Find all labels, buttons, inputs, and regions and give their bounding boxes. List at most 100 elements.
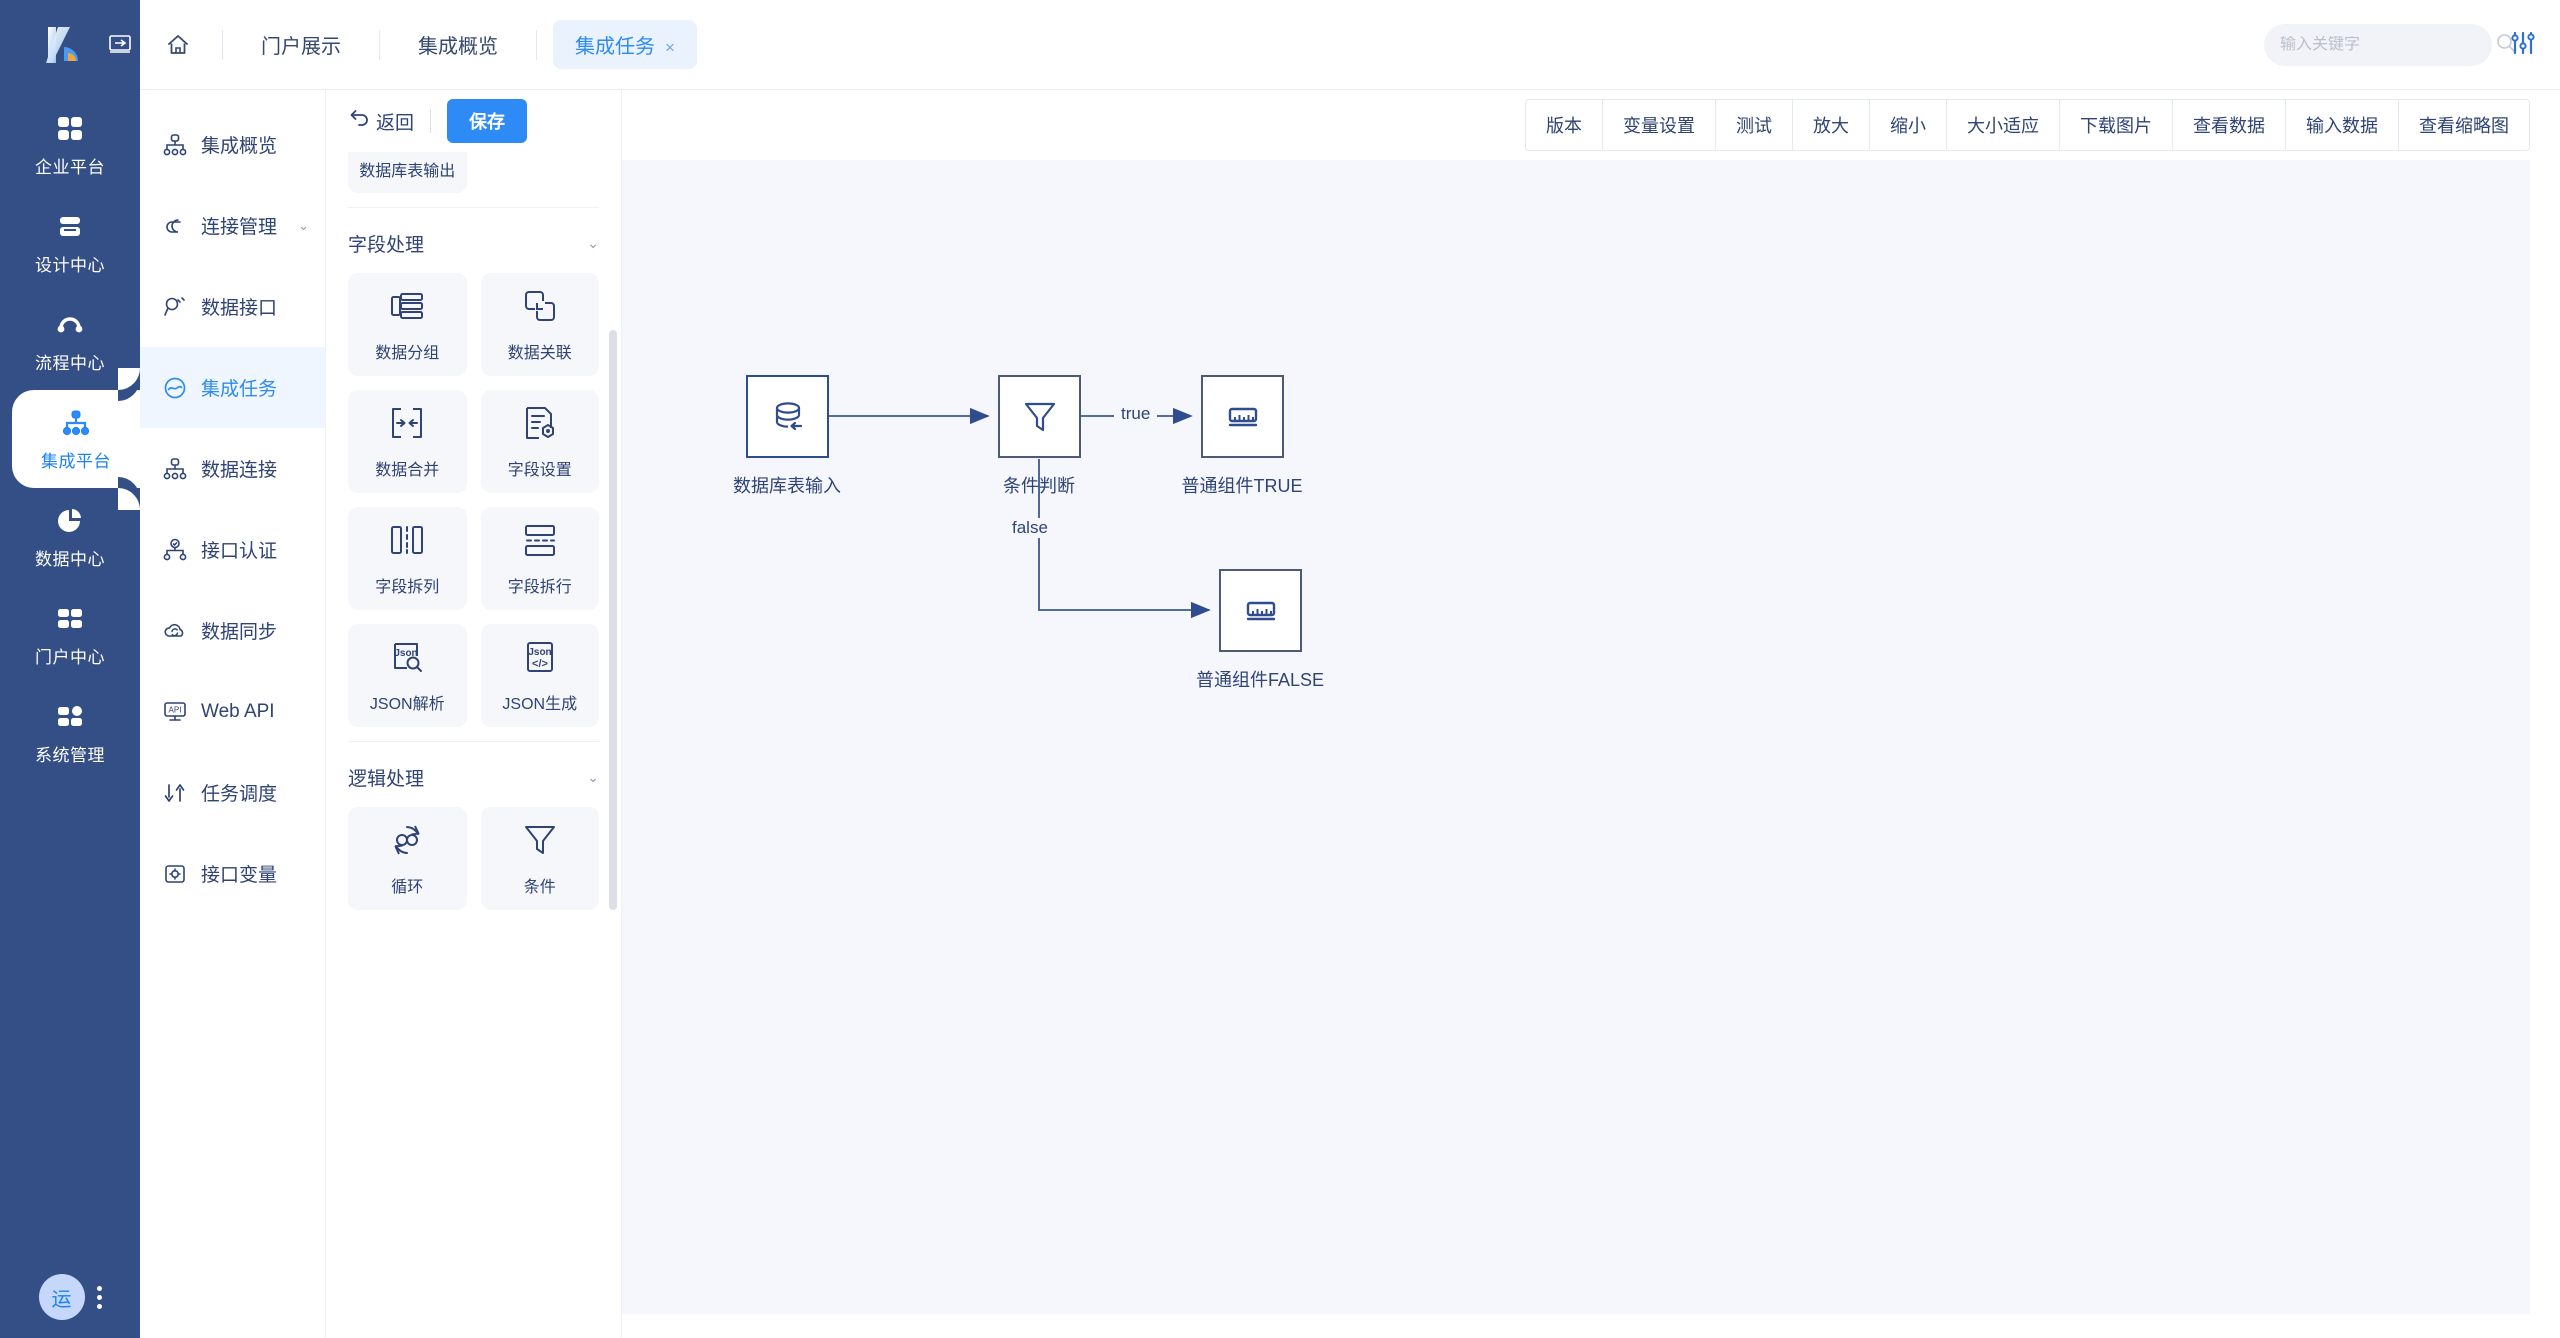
node-box[interactable]	[1219, 569, 1302, 652]
node-label: 普通组件TRUE	[1181, 476, 1303, 496]
chevron-down-icon[interactable]: ⌄	[298, 217, 309, 233]
component-loop[interactable]: 循环	[348, 807, 467, 910]
toolbar-button-test[interactable]: 测试	[1716, 100, 1793, 150]
component-data-group[interactable]: 数据分组	[348, 273, 467, 376]
sidebar-item-data-center[interactable]: 数据中心	[0, 488, 140, 586]
chevron-down-icon[interactable]: ⌄	[587, 769, 599, 785]
chevron-down-icon[interactable]: ⌄	[587, 235, 599, 251]
menu-item-interface-auth[interactable]: 接口认证	[140, 509, 325, 590]
sidebar-item-integration-platform[interactable]: 集成平台	[12, 368, 140, 510]
component-label: JSON解析	[369, 695, 445, 713]
node-box[interactable]	[746, 375, 829, 458]
sidebar-item-portal-center[interactable]: 门户中心	[0, 586, 140, 684]
menu-item-data-interface[interactable]: 数据接口	[140, 266, 325, 347]
sidebar-item-enterprise[interactable]: 企业平台	[0, 96, 140, 194]
sidebar-item-label: 集成平台	[41, 452, 111, 471]
search-box[interactable]	[2264, 24, 2516, 66]
tab-integration-overview[interactable]: 集成概览	[418, 36, 498, 58]
sidebar-item-design[interactable]: 设计中心	[0, 194, 140, 292]
node-label: 条件判断	[1003, 476, 1075, 496]
component-data-merge[interactable]: 数据合并	[348, 390, 467, 493]
palette-top-grid: 数据库表输出	[348, 152, 599, 193]
save-button[interactable]: 保存	[447, 99, 528, 143]
flow-node-true[interactable]: 普通组件TRUE	[1182, 375, 1322, 498]
section-header-field-processing[interactable]: 字段处理 ⌄	[348, 207, 599, 273]
toolbar-button-view-data[interactable]: 查看数据	[2173, 100, 2286, 150]
loop-icon	[388, 821, 426, 864]
sidebar-item-label: 门户中心	[35, 648, 105, 667]
web-api-icon: API	[162, 699, 188, 725]
sidebar-item-label: 设计中心	[35, 256, 105, 275]
component-json-generate[interactable]: Json</> JSON生成	[480, 624, 599, 727]
toolbar-button-zoom-in[interactable]: 放大	[1793, 100, 1870, 150]
menu-item-integration-overview[interactable]: 集成概览	[140, 104, 325, 185]
data-interface-icon	[162, 294, 188, 320]
menu-item-connection-manage[interactable]: 连接管理 ⌄	[140, 185, 325, 266]
collapse-panel-icon[interactable]	[108, 34, 132, 54]
back-label: 返回	[376, 112, 415, 134]
component-data-relate[interactable]: 数据关联	[480, 273, 599, 376]
flow-canvas[interactable]: 数据库表输入 条件判断	[622, 160, 2530, 1314]
section-title: 字段处理	[348, 235, 425, 256]
component-field-setting[interactable]: 字段设置	[480, 390, 599, 493]
more-vertical-icon[interactable]	[96, 1285, 102, 1309]
interface-auth-icon	[162, 537, 188, 563]
integration-overview-icon	[162, 132, 188, 158]
field-split-row-icon	[521, 521, 559, 564]
component-label: 数据分组	[375, 344, 440, 362]
toolbar-button-fit-size[interactable]: 大小适应	[1947, 100, 2060, 150]
menu-item-label: 接口认证	[201, 541, 278, 562]
divider	[379, 29, 380, 60]
canvas-area: 版本 变量设置 测试 放大 缩小 大小适应 下载图片 查看数据 输入数据 查看缩…	[622, 90, 2560, 1338]
menu-item-task-schedule[interactable]: 任务调度	[140, 752, 325, 833]
node-box[interactable]	[998, 375, 1081, 458]
toolbar-button-version[interactable]: 版本	[1526, 100, 1603, 150]
svg-text:Json: Json	[395, 648, 418, 659]
component-condition[interactable]: 条件	[480, 807, 599, 910]
component-label: 数据库表输出	[359, 162, 456, 180]
menu-item-label: 连接管理	[201, 217, 278, 238]
sliders-settings-icon[interactable]	[2510, 30, 2536, 61]
sidebar-item-process[interactable]: 流程中心	[0, 292, 140, 390]
close-icon[interactable]: ×	[665, 38, 675, 57]
toolbar-button-variable-setting[interactable]: 变量设置	[1603, 100, 1716, 150]
back-button[interactable]: 返回	[348, 108, 414, 135]
flow-node-condition[interactable]: 条件判断	[998, 375, 1081, 498]
menu-item-label: 数据连接	[201, 460, 278, 481]
menu-item-data-sync[interactable]: 数据同步	[140, 590, 325, 671]
toolbar-button-zoom-out[interactable]: 缩小	[1870, 100, 1947, 150]
component-label: 字段拆列	[375, 578, 440, 596]
node-label: 普通组件FALSE	[1195, 670, 1325, 690]
flow-node-db-input[interactable]: 数据库表输入	[733, 375, 854, 498]
palette-scroll-area[interactable]: 数据库表输出 字段处理 ⌄ 数据分组	[326, 152, 621, 1338]
search-input[interactable]	[2280, 36, 2487, 54]
home-icon[interactable]	[150, 17, 206, 73]
menu-item-label: 集成任务	[201, 379, 278, 400]
menu-item-interface-variable[interactable]: 接口变量	[140, 833, 325, 914]
tab-portal-display[interactable]: 门户展示	[261, 36, 341, 58]
component-field-split-column[interactable]: 字段拆列	[348, 507, 467, 610]
tab-label: 集成任务	[575, 36, 655, 58]
menu-item-data-connection[interactable]: 数据连接	[140, 428, 325, 509]
menu-item-web-api[interactable]: API Web API	[140, 671, 325, 752]
menu-item-integration-task[interactable]: 集成任务	[140, 347, 325, 428]
palette-scrollbar[interactable]	[609, 330, 617, 910]
component-field-split-row[interactable]: 字段拆行	[480, 507, 599, 610]
top-tab-bar: 门户展示 集成概览 集成任务 ×	[140, 0, 2560, 90]
toolbar-button-view-thumbnail[interactable]: 查看缩略图	[2399, 100, 2529, 150]
toolbar-button-download-image[interactable]: 下载图片	[2060, 100, 2173, 150]
sidebar-item-label: 数据中心	[35, 550, 105, 569]
canvas-toolbar: 版本 变量设置 测试 放大 缩小 大小适应 下载图片 查看数据 输入数据 查看缩…	[622, 90, 2560, 160]
component-database-output[interactable]: 数据库表输出	[348, 152, 467, 193]
flow-node-false[interactable]: 普通组件FALSE	[1196, 569, 1347, 692]
sidebar-item-system-manage[interactable]: 系统管理	[0, 684, 140, 782]
task-schedule-icon	[162, 780, 188, 806]
avatar[interactable]: 运	[38, 1274, 85, 1320]
component-json-parse[interactable]: Json JSON解析	[348, 624, 467, 727]
menu-item-label: Web API	[201, 700, 275, 722]
node-box[interactable]	[1201, 375, 1284, 458]
toolbar-button-input-data[interactable]: 输入数据	[2286, 100, 2399, 150]
tab-integration-task[interactable]: 集成任务 ×	[553, 20, 697, 69]
section-header-logic-processing[interactable]: 逻辑处理 ⌄	[348, 741, 599, 807]
primary-sidebar-items: 企业平台 设计中心 流程中心 集成平台	[0, 96, 140, 782]
